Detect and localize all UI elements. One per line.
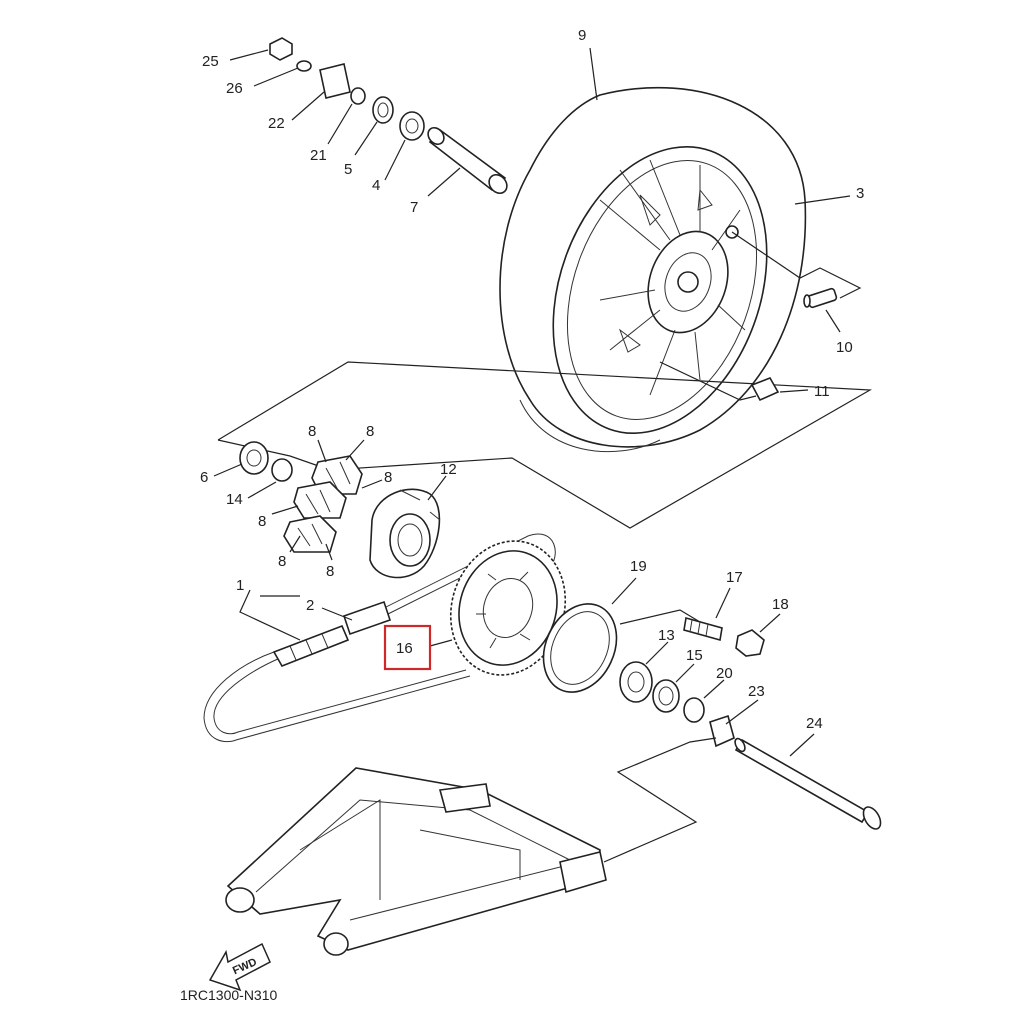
callout-10[interactable]: 10 (836, 339, 853, 356)
callout-1[interactable]: 1 (236, 577, 244, 594)
callout-3[interactable]: 3 (856, 185, 864, 202)
nut[interactable] (269, 37, 293, 61)
callout-15[interactable]: 15 (686, 647, 703, 664)
callout-8-d[interactable]: 8 (258, 513, 266, 530)
balance-weight[interactable] (750, 377, 780, 402)
damper-set[interactable] (283, 455, 363, 553)
callout-24[interactable]: 24 (806, 715, 823, 732)
callout-22[interactable]: 22 (268, 115, 285, 132)
collar[interactable] (350, 87, 366, 105)
rear-sprocket[interactable] (434, 526, 583, 690)
callout-17[interactable]: 17 (726, 569, 743, 586)
swingarm (225, 767, 607, 956)
callout-8-f[interactable]: 8 (326, 563, 334, 580)
callout-2[interactable]: 2 (306, 597, 314, 614)
callout-26[interactable]: 26 (226, 80, 243, 97)
diagram-code: 1RC1300-N310 (180, 987, 277, 1003)
callout-12[interactable]: 12 (440, 461, 457, 478)
washer-plate[interactable] (319, 63, 351, 99)
callout-25[interactable]: 25 (202, 53, 219, 70)
flange-nut[interactable] (735, 629, 765, 657)
rear-wheel[interactable] (499, 86, 807, 464)
callout-19[interactable]: 19 (630, 558, 647, 575)
callout-21[interactable]: 21 (310, 147, 327, 164)
oil-seal-right[interactable] (652, 679, 680, 713)
callout-4[interactable]: 4 (372, 177, 380, 194)
oil-seal[interactable] (372, 96, 394, 124)
callout-6[interactable]: 6 (200, 469, 208, 486)
callout-7[interactable]: 7 (410, 199, 418, 216)
callout-8-e[interactable]: 8 (278, 553, 286, 570)
callout-11[interactable]: 11 (814, 383, 830, 400)
callout-23[interactable]: 23 (748, 683, 765, 700)
valve[interactable] (803, 287, 838, 309)
sprocket-hub[interactable] (369, 488, 441, 579)
collar-right[interactable] (683, 697, 705, 723)
rear-axle[interactable] (733, 737, 884, 832)
highlight-box-part-16 (383, 624, 432, 671)
bearing-left[interactable] (239, 441, 269, 475)
callout-8-c[interactable]: 8 (384, 469, 392, 486)
bearing[interactable] (399, 111, 425, 141)
collar-left[interactable] (271, 458, 293, 482)
callout-9[interactable]: 9 (578, 27, 586, 44)
axle-collar[interactable] (425, 125, 511, 197)
callout-8-a[interactable]: 8 (308, 423, 316, 440)
callout-18[interactable]: 18 (772, 596, 789, 613)
sensor-rotor[interactable] (530, 592, 631, 704)
callout-20[interactable]: 20 (716, 665, 733, 682)
fwd-arrow-icon (208, 942, 271, 992)
callout-16[interactable]: 16 (396, 640, 413, 657)
callout-13[interactable]: 13 (658, 627, 675, 644)
callout-14[interactable]: 14 (226, 491, 243, 508)
callout-8-b[interactable]: 8 (366, 423, 374, 440)
stud-bolt[interactable] (683, 616, 723, 642)
washer[interactable] (296, 60, 312, 72)
callout-5[interactable]: 5 (344, 161, 352, 178)
bearing-right[interactable] (619, 661, 653, 703)
